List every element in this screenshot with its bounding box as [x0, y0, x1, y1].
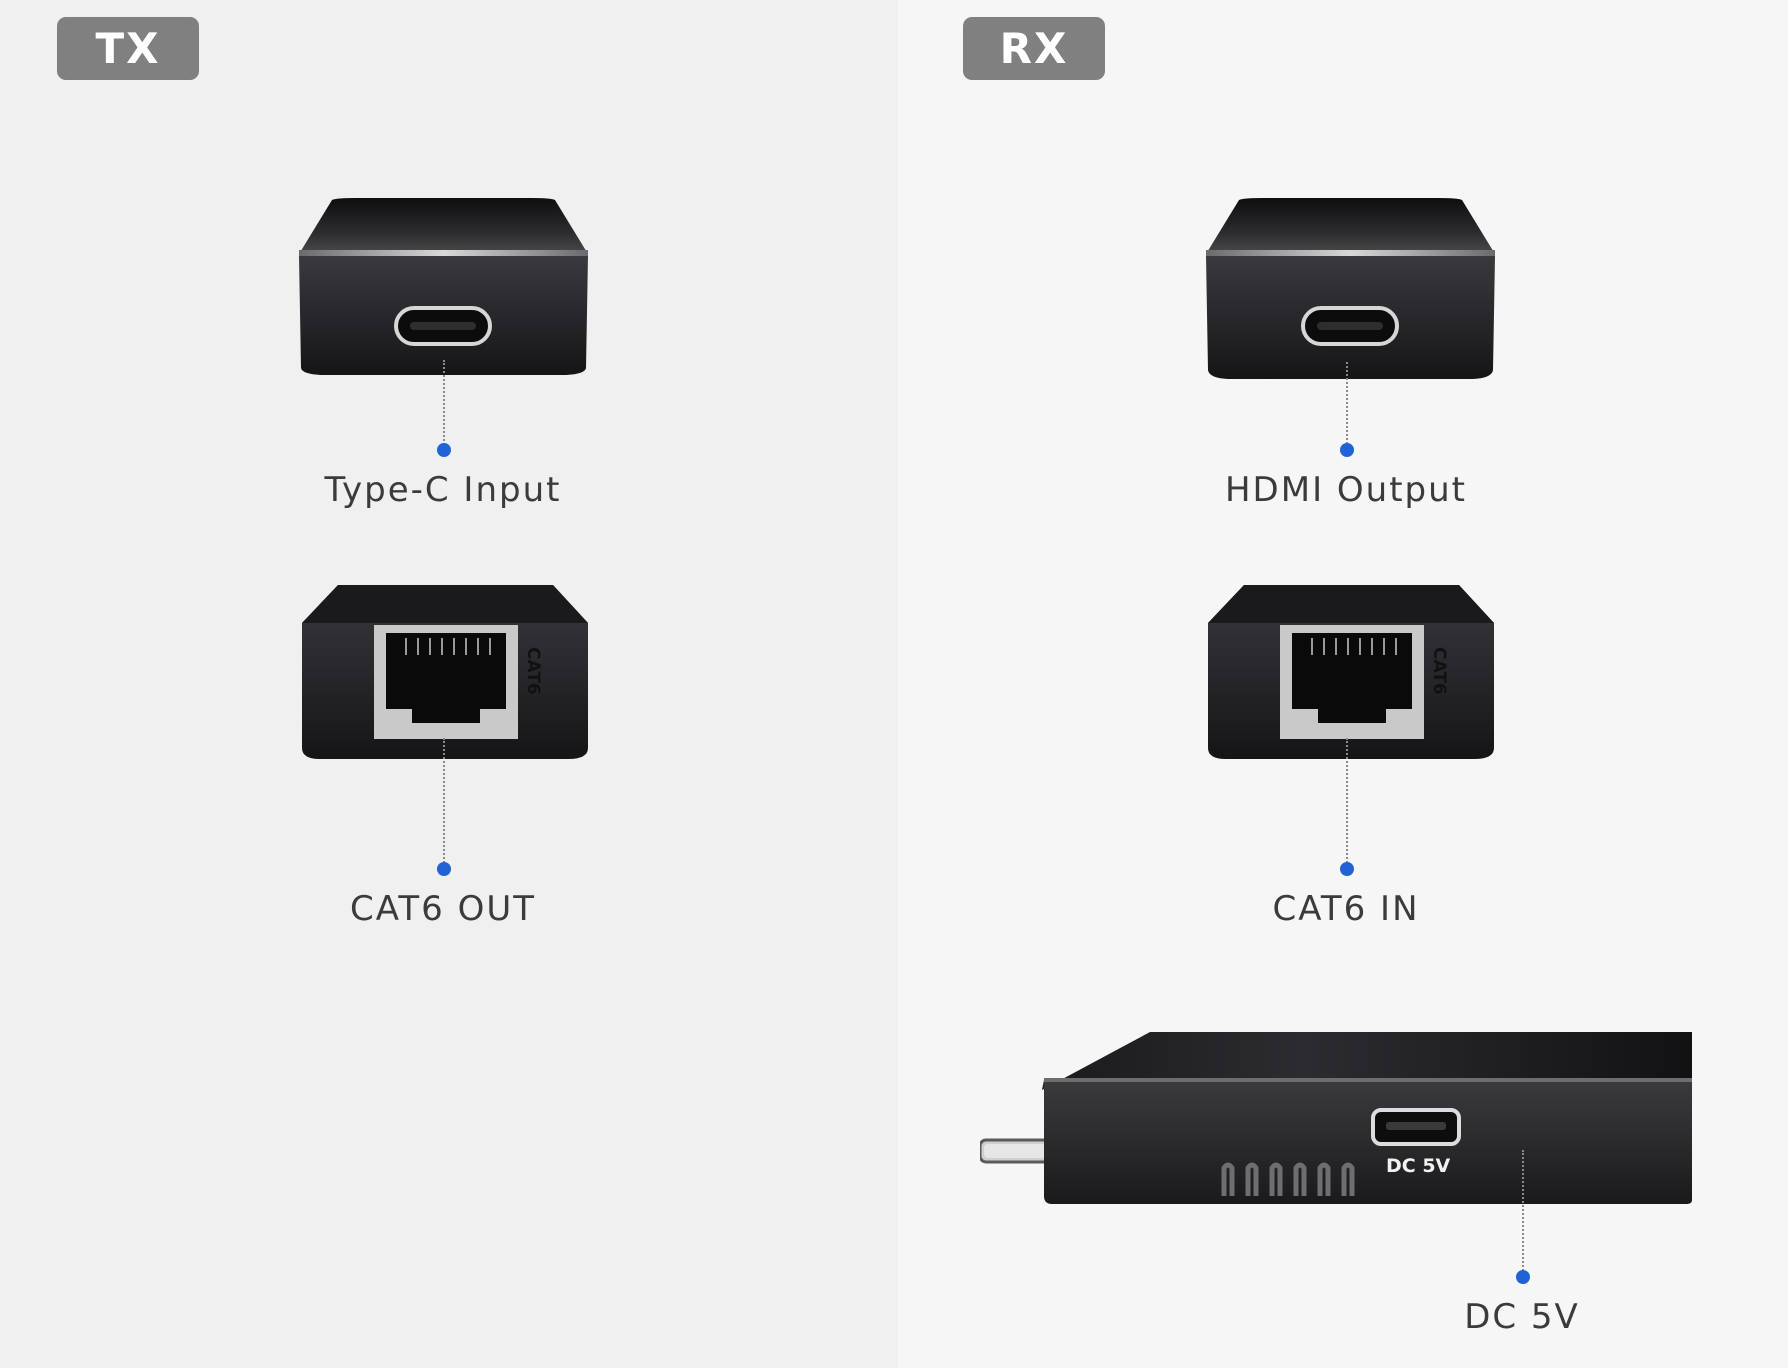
- rx-rj45-device-image: CAT6: [1204, 583, 1496, 761]
- rx-panel: RX HDMI Output: [898, 0, 1788, 1368]
- rx-hdmi-device-image: [1203, 198, 1498, 380]
- rx-power-port-marking: DC 5V: [1386, 1155, 1451, 1177]
- rx-rj45-port-marking: CAT6: [1429, 647, 1449, 695]
- tx-typec-caption: Type-C Input: [324, 470, 562, 510]
- rx-hdmi-caption: HDMI Output: [1224, 470, 1468, 510]
- rx-rj45-callout-dot: [1340, 862, 1354, 876]
- rx-rj45-caption: CAT6 IN: [1272, 889, 1420, 929]
- tx-panel: TX Type-C Input: [0, 0, 898, 1368]
- rx-hdmi-leader-line: [1346, 362, 1348, 448]
- tx-rj45-leader-line: [443, 738, 445, 866]
- rx-badge: RX: [963, 17, 1105, 80]
- tx-rj45-callout-dot: [437, 862, 451, 876]
- rx-dc-leader-line: [1522, 1150, 1524, 1274]
- tx-rj45-caption: CAT6 OUT: [350, 889, 536, 929]
- tx-badge: TX: [57, 17, 199, 80]
- rx-hdmi-callout-dot: [1340, 443, 1354, 457]
- tx-typec-callout-dot: [437, 443, 451, 457]
- rx-dc-callout-dot: [1516, 1270, 1530, 1284]
- rx-power-device-image: DC 5V: [980, 1028, 1694, 1208]
- tx-typec-device-image: [296, 198, 591, 376]
- rx-dc-caption: DC 5V: [1464, 1297, 1580, 1337]
- tx-typec-leader-line: [443, 360, 445, 448]
- rx-rj45-leader-line: [1346, 738, 1348, 866]
- tx-rj45-port-marking: CAT6: [523, 647, 543, 695]
- tx-rj45-device-image: CAT6: [298, 583, 590, 761]
